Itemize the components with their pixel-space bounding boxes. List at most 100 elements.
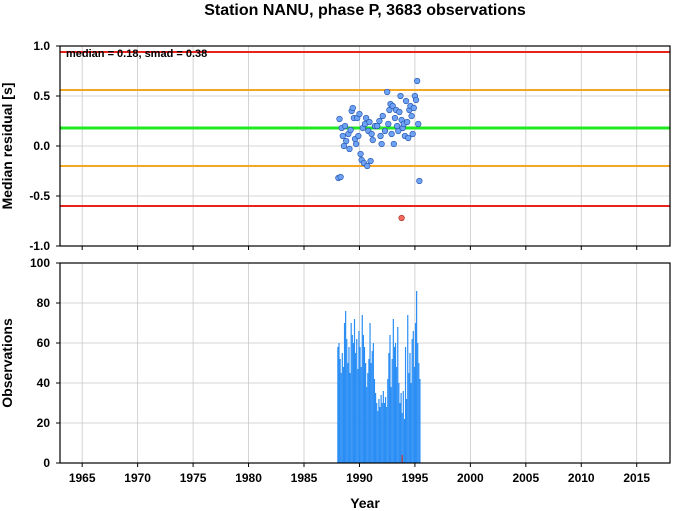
x-tick-label: 2000 bbox=[457, 471, 484, 485]
residual-point bbox=[381, 127, 389, 135]
observation-bar bbox=[384, 397, 387, 463]
residual-point bbox=[390, 140, 397, 148]
y-tick-label: 0 bbox=[43, 456, 50, 470]
observation-bar bbox=[345, 311, 347, 463]
residual-point bbox=[395, 127, 402, 135]
observation-bar bbox=[347, 363, 349, 463]
observation-bar bbox=[381, 403, 383, 463]
residual-point bbox=[389, 102, 396, 110]
observation-bar bbox=[355, 353, 357, 463]
residual-point bbox=[337, 173, 344, 181]
observation-bar bbox=[340, 373, 342, 463]
y-tick-label: 1.0 bbox=[33, 39, 50, 53]
residual-point bbox=[340, 142, 348, 150]
residual-point bbox=[368, 130, 375, 138]
observation-bar bbox=[409, 353, 411, 463]
x-tick-label: 2005 bbox=[512, 471, 539, 485]
x-tick-label: 1995 bbox=[402, 471, 429, 485]
observation-bar bbox=[348, 347, 350, 463]
y-tick-label: 0.5 bbox=[33, 89, 50, 103]
observation-bar bbox=[393, 347, 396, 463]
observations-frame bbox=[59, 262, 671, 464]
observation-bar bbox=[383, 403, 386, 463]
x-tick-label: 2015 bbox=[623, 471, 650, 485]
observation-bar bbox=[378, 399, 380, 463]
observation-bar bbox=[369, 323, 371, 463]
residual-point bbox=[378, 140, 385, 148]
observations-y-axis-label: Observations bbox=[0, 318, 15, 408]
observation-bar bbox=[417, 343, 419, 463]
observation-bar bbox=[356, 339, 358, 463]
median-smad-annotation: median = 0.18, smad = 0.38 bbox=[66, 48, 207, 60]
residual-point bbox=[377, 132, 384, 140]
residual-point bbox=[396, 108, 403, 116]
outlier-point bbox=[398, 214, 405, 222]
residual-panel: 1.00.50.0-0.5-1.0 median = 0.18, smad = … bbox=[0, 39, 671, 253]
observation-bar bbox=[358, 331, 360, 463]
residual-point bbox=[412, 96, 420, 104]
observation-bar bbox=[343, 323, 346, 463]
observation-bar bbox=[407, 315, 409, 463]
observation-bar bbox=[342, 367, 345, 463]
observation-bar bbox=[401, 413, 403, 463]
observation-bar bbox=[352, 343, 354, 463]
residual-point bbox=[405, 134, 412, 142]
y-tick-label: -0.5 bbox=[29, 189, 50, 203]
chart-title: Station NANU, phase P, 3683 observations bbox=[204, 2, 526, 19]
residual-point bbox=[388, 130, 395, 138]
y-tick-label: 60 bbox=[37, 336, 51, 350]
observation-bar bbox=[370, 363, 372, 463]
observations-bars bbox=[337, 291, 421, 463]
y-tick-label: 0.0 bbox=[33, 139, 50, 153]
observation-bar bbox=[360, 367, 362, 463]
observation-bar bbox=[361, 315, 363, 463]
residual-point bbox=[339, 132, 346, 140]
x-tick-label: 1990 bbox=[346, 471, 373, 485]
x-tick-label: 2010 bbox=[568, 471, 595, 485]
observation-bar bbox=[346, 339, 348, 463]
observation-bar bbox=[377, 411, 379, 463]
residual-point bbox=[376, 117, 383, 125]
observation-bar bbox=[396, 367, 398, 463]
observation-bar bbox=[419, 379, 421, 463]
residual-point bbox=[391, 114, 399, 122]
residual-point bbox=[366, 118, 373, 126]
observation-bar bbox=[386, 407, 388, 463]
observation-bar bbox=[339, 359, 341, 463]
observation-bar bbox=[357, 369, 359, 463]
residual-point bbox=[408, 112, 415, 120]
residual-point bbox=[394, 122, 401, 130]
residual-point bbox=[410, 104, 417, 112]
residual-axes: 1.00.50.0-0.5-1.0 bbox=[29, 39, 671, 253]
observation-bar bbox=[349, 373, 351, 463]
observation-bar bbox=[414, 323, 417, 463]
residual-grid bbox=[60, 45, 670, 247]
x-tick-label: 1975 bbox=[180, 471, 207, 485]
observation-bar bbox=[373, 379, 376, 463]
observation-bar bbox=[367, 373, 369, 463]
residual-point bbox=[386, 106, 393, 114]
observation-bar bbox=[363, 347, 366, 463]
residual-point bbox=[369, 136, 376, 144]
x-axis-label: Year bbox=[350, 495, 380, 511]
residual-point bbox=[385, 120, 392, 128]
residual-point bbox=[346, 145, 353, 153]
residual-point bbox=[404, 118, 411, 126]
observation-bar bbox=[380, 395, 382, 463]
y-tick-label: 20 bbox=[37, 416, 51, 430]
observation-bar bbox=[391, 359, 393, 463]
y-tick-label: 40 bbox=[37, 376, 51, 390]
observation-bar bbox=[411, 339, 413, 463]
residual-point bbox=[341, 122, 349, 130]
observation-bar bbox=[371, 351, 373, 463]
observation-bar bbox=[362, 335, 364, 463]
observation-bar bbox=[413, 367, 415, 463]
residual-point bbox=[367, 157, 374, 165]
residual-point bbox=[349, 104, 356, 112]
observation-bar bbox=[397, 327, 399, 463]
residual-point bbox=[409, 130, 416, 138]
observation-bar bbox=[406, 399, 408, 463]
